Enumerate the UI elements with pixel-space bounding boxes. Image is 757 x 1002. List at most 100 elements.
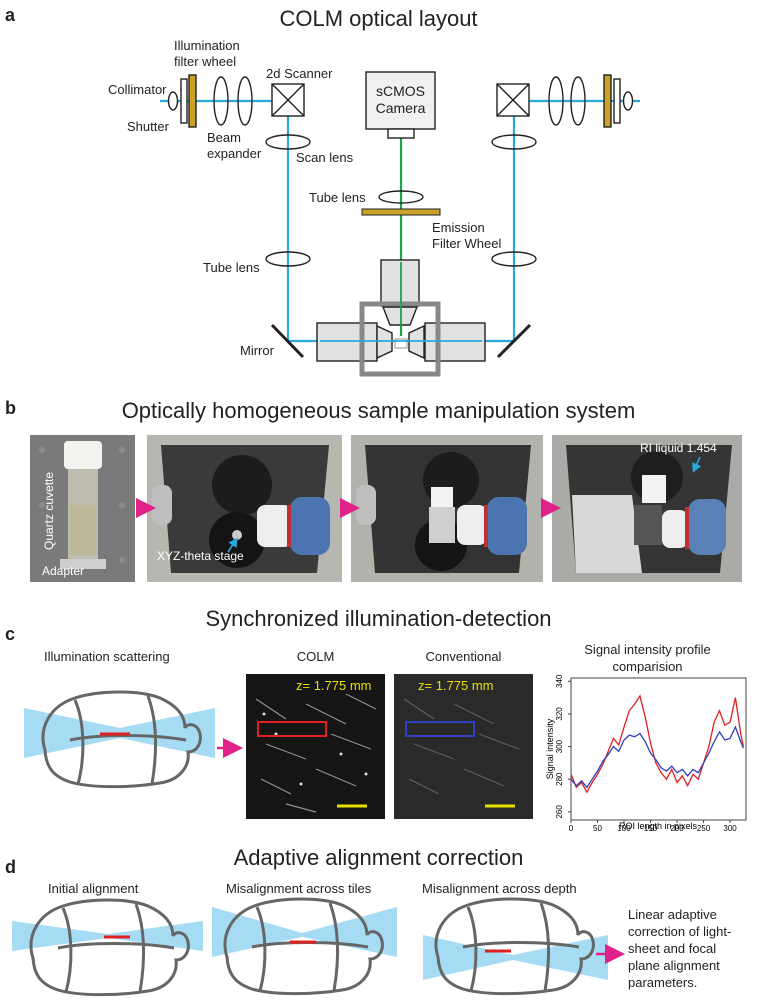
beam-expander-lens-1: [213, 76, 229, 126]
right-tube-lens: [491, 251, 537, 267]
profile-title: Signal intensity profile comparision: [545, 641, 750, 675]
label-scan-lens: Scan lens: [296, 150, 354, 165]
label-adapter: Adapter: [42, 564, 85, 578]
label-camera-line2: Camera: [375, 100, 426, 116]
y-tick-label: 260: [555, 805, 564, 819]
correction-line2: correction of light-: [628, 924, 732, 939]
label-initial-alignment: Initial alignment: [48, 881, 139, 896]
label-shutter: Shutter: [127, 119, 169, 134]
scmos-camera: [365, 71, 436, 139]
series-line-0: [570, 694, 744, 794]
brain-c: [24, 690, 215, 789]
photo-cuvette: Quartz cuvette Adapter: [30, 435, 135, 582]
photo-stage: XYZ-theta stage: [147, 435, 342, 582]
chart-y-axis-label: Signal intensity: [545, 718, 555, 779]
photo-ri-liquid: RI liquid 1.454: [552, 435, 742, 582]
label-tube-lens-top: Tube lens: [309, 190, 366, 205]
shutter: [180, 78, 188, 124]
y-tick-label: 320: [555, 707, 564, 721]
correction-line1: Linear adaptive: [628, 907, 717, 922]
panel-a-letter: a: [5, 5, 16, 25]
panel-b-letter: b: [5, 398, 16, 418]
label-misalignment-tiles: Misalignment across tiles: [226, 881, 372, 896]
label-beam-line2: expander: [207, 146, 262, 161]
brain-d-initial: [12, 898, 203, 997]
label-collimator: Collimator: [108, 82, 167, 97]
y-tick-label: 340: [555, 674, 564, 688]
left-mirror: [270, 323, 305, 359]
label-misalignment-depth: Misalignment across depth: [422, 881, 577, 896]
plot-frame: [570, 677, 747, 821]
series-line-1: [570, 725, 744, 789]
correction-line3: sheet and focal: [628, 941, 717, 956]
colm-image: z= 1.775 mm: [246, 674, 385, 819]
chart-x-axis-label: ROI length in pixels: [619, 821, 698, 831]
x-tick-label: 200: [670, 824, 684, 832]
label-emission-line2: Filter Wheel: [432, 236, 502, 251]
conventional-texture: [394, 674, 533, 819]
mounted-drawing: [351, 435, 543, 582]
sample-chamber: [316, 259, 486, 377]
cuvette-drawing: [30, 435, 135, 582]
colm-depth-label: z= 1.775 mm: [296, 678, 372, 693]
label-mirror: Mirror: [240, 343, 274, 358]
brain-d-depth: [423, 897, 608, 996]
label-conventional: Conventional: [425, 649, 502, 664]
label-camera-line1: sCMOS: [376, 83, 425, 99]
x-tick-label: 150: [644, 824, 658, 832]
label-illumination-filter-wheel: Illumination filter wheel: [174, 38, 240, 70]
optical-layout-diagram: [160, 71, 640, 377]
illumination-filter: [188, 74, 197, 128]
label-emission-line1: Emission: [432, 220, 485, 235]
x-tick-label: 250: [697, 824, 711, 832]
panel-b-title: Optically homogeneous sample manipulatio…: [121, 398, 636, 423]
x-tick-label: 300: [723, 824, 737, 832]
conventional-image: z= 1.775 mm: [394, 674, 533, 819]
y-tick-label: 280: [555, 772, 564, 786]
panel-c-letter: c: [5, 624, 16, 644]
emission-filter: [361, 208, 441, 216]
label-illumination-line1: Illumination: [174, 38, 240, 53]
label-beam-expander: Beam expander: [207, 130, 261, 162]
panel-a-title: COLM optical layout: [279, 6, 478, 31]
label-illumination-scattering: Illumination scattering: [44, 649, 170, 664]
panel-d-letter: d: [5, 857, 16, 877]
correction-line4: plane alignment: [628, 958, 720, 973]
profile-title-line2: comparision: [612, 659, 683, 674]
correction-text: Linear adaptive correction of light- she…: [628, 906, 731, 991]
label-emission-filter-wheel: Emission Filter Wheel: [432, 220, 501, 252]
right-mirror: [496, 323, 532, 359]
label-colm: COLM: [296, 649, 335, 664]
right-beam-expander-lens-1: [548, 76, 564, 126]
right-shutter: [613, 78, 621, 124]
y-tick-label: 300: [555, 739, 564, 753]
center-tube-lens: [378, 190, 424, 204]
label-camera: sCMOS Camera: [366, 83, 435, 117]
right-illumination-filter: [603, 74, 612, 128]
left-scan-lens: [265, 134, 311, 150]
profile-title-line1: Signal intensity profile: [584, 642, 711, 657]
right-scan-lens: [491, 134, 537, 150]
ri-liquid-drawing: [552, 435, 742, 582]
pointer-ri-liquid: [692, 456, 702, 473]
conventional-depth-label: z= 1.775 mm: [418, 678, 494, 693]
x-tick-label: 50: [593, 824, 602, 832]
left-tube-lens: [265, 251, 311, 267]
label-tube-lens-left: Tube lens: [203, 260, 260, 275]
collimator: [167, 91, 179, 111]
panel-c-title: Synchronized illumination-detection: [205, 606, 552, 631]
label-illumination-line2: filter wheel: [174, 54, 237, 69]
correction-line5: parameters.: [628, 975, 698, 990]
label-2d-scanner: 2d Scanner: [266, 66, 333, 81]
beam-expander-lens-2: [237, 76, 253, 126]
right-collimator: [622, 91, 634, 111]
colm-texture: [246, 674, 385, 819]
brain-d-tiles: [212, 897, 397, 996]
label-ri-liquid: RI liquid 1.454: [640, 441, 717, 455]
panel-d-title: Adaptive alignment correction: [233, 845, 524, 870]
panel-b-arrows: [136, 456, 702, 553]
label-beam-line1: Beam: [207, 130, 241, 145]
stage-drawing: [147, 435, 342, 582]
